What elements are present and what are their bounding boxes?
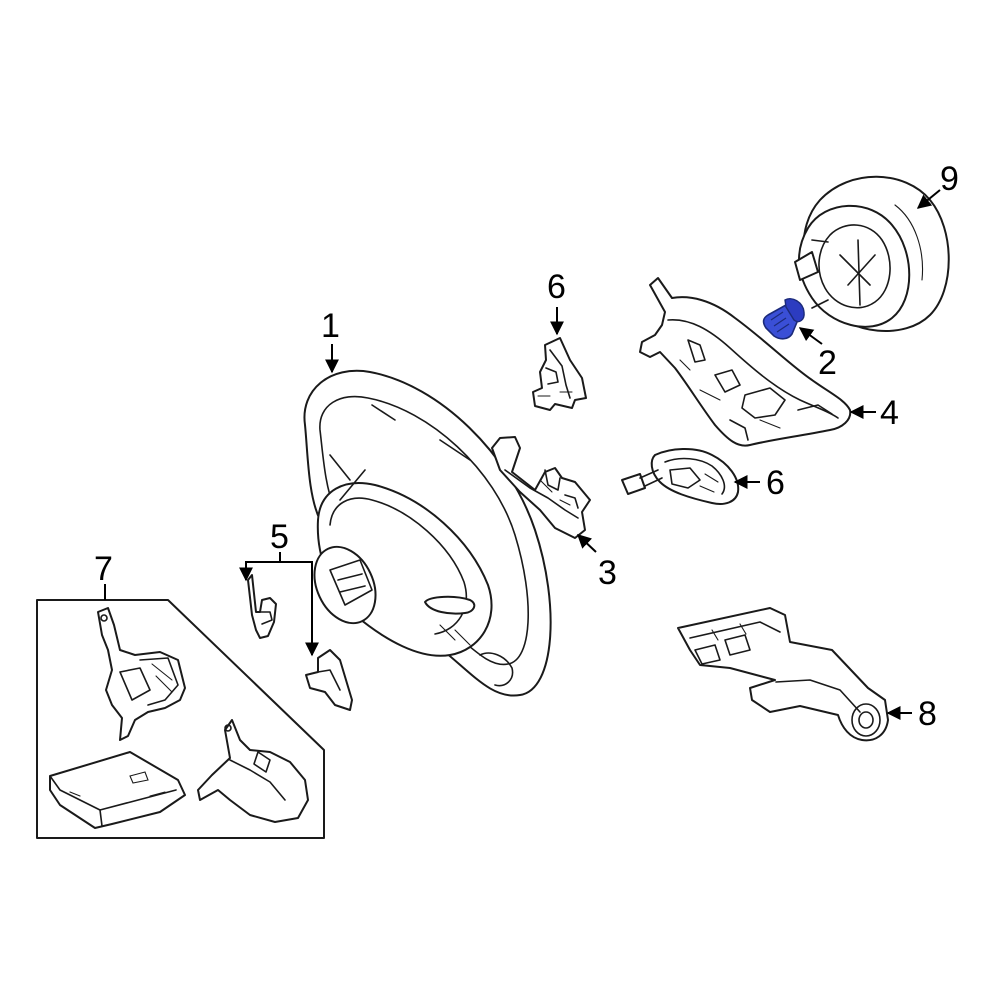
paddle-clip-upper-part[interactable] [247,574,277,639]
paddle-assembly-box [36,599,325,839]
callout-1: 1 [321,307,340,345]
switch-lower-part[interactable] [621,448,740,505]
callout-8: 8 [918,695,937,733]
callout-6-lower: 6 [766,464,785,502]
column-cover-part[interactable] [677,607,889,742]
callout-3: 3 [598,554,617,592]
callout-6-upper: 6 [547,268,566,306]
callout-5: 5 [270,518,289,556]
leader-9 [916,189,941,209]
callout-7: 7 [94,550,113,588]
callout-4: 4 [880,394,899,432]
paddle-switch-left-part[interactable] [97,607,186,741]
paddle-switch-right-part[interactable] [197,719,309,823]
leader-2 [798,327,823,345]
leader-3 [576,534,597,553]
trim-cover-part[interactable] [639,277,852,447]
airbag-module-part[interactable] [794,175,950,332]
leader-5 [239,552,319,657]
callout-2: 2 [818,344,837,382]
screw-part[interactable] [762,298,805,340]
paddle-clip-lower-part[interactable] [305,649,353,711]
lower-trim-bracket-part[interactable] [491,436,591,539]
switch-upper-part[interactable] [532,337,587,411]
callout-9: 9 [940,160,959,198]
steering-wheel-part[interactable] [303,369,552,697]
paddle-cover-part[interactable] [49,751,186,829]
